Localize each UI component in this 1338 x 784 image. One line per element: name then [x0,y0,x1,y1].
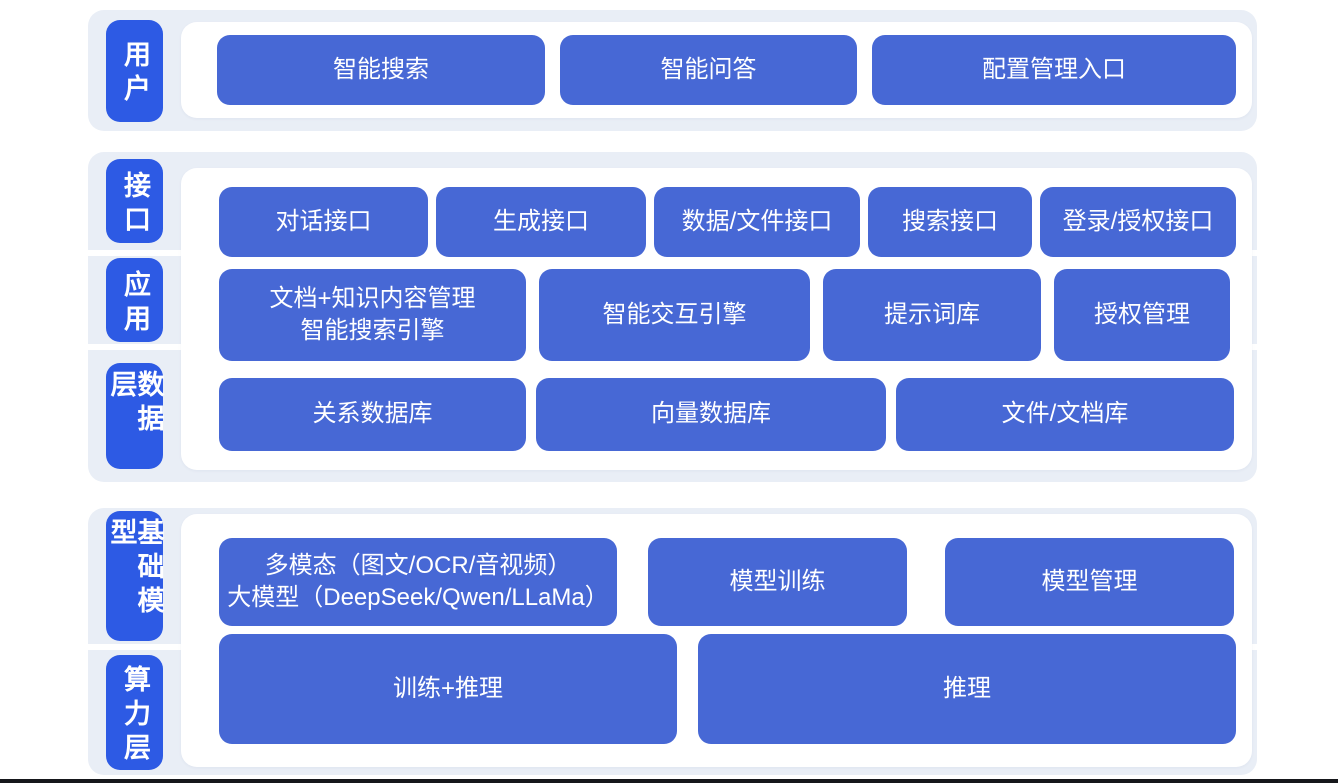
block-prompt-library: 提示词库 [823,269,1041,361]
block-login-auth-api: 登录/授权接口 [1040,187,1236,257]
block-smart-search: 智能搜索 [217,35,545,105]
service-layers-card: 对话接口 生成接口 数据/文件接口 搜索接口 登录/授权接口 文档+知识内容管理… [181,168,1252,470]
block-file-doc-db: 文件/文档库 [896,378,1234,451]
block-doc-knowledge-search-engine: 文档+知识内容管理 智能搜索引擎 [219,269,526,361]
block-smart-qa: 智能问答 [560,35,857,105]
block-training-inference: 训练+推理 [219,634,677,744]
block-inference: 推理 [698,634,1236,744]
block-vector-db: 向量数据库 [536,378,886,451]
footer-divider-line [0,779,1338,783]
layer-label-foundation-model: 基础模型 [106,511,164,641]
infra-layers-card: 多模态（图文/OCR/音视频） 大模型（DeepSeek/Qwen/LLaMa）… [181,514,1252,767]
block-multimodal-llm: 多模态（图文/OCR/音视频） 大模型（DeepSeek/Qwen/LLaMa） [219,538,617,626]
section-infra-layers: 基础模型 算力层 多模态（图文/OCR/音视频） 大模型（DeepSeek/Qw… [88,508,1257,775]
block-dialog-api: 对话接口 [219,187,428,257]
block-auth-management: 授权管理 [1054,269,1230,361]
layer-label-compute: 算力层 [106,655,163,770]
block-model-training: 模型训练 [648,538,907,626]
block-line: 文档+知识内容管理 [269,284,476,312]
layer-row-compute: 训练+推理 推理 [219,634,1237,744]
block-line: 智能搜索引擎 [300,317,445,344]
section-user-layer: 用户 智能搜索 智能问答 配置管理入口 [88,10,1257,131]
block-config-management-entry: 配置管理入口 [872,35,1236,105]
layer-label-application: 应用 [106,258,163,342]
layer-row-data: 关系数据库 向量数据库 文件/文档库 [219,378,1237,451]
layer-row-application: 文档+知识内容管理 智能搜索引擎 智能交互引擎 提示词库 授权管理 [219,269,1237,361]
block-model-management: 模型管理 [945,538,1234,626]
block-generation-api: 生成接口 [436,187,646,257]
layer-label-data: 数据层 [106,363,164,469]
block-relational-db: 关系数据库 [219,378,526,451]
layer-label-interface: 接口 [106,159,163,243]
block-search-api: 搜索接口 [868,187,1032,257]
layer-row: 智能搜索 智能问答 配置管理入口 [217,35,1242,105]
block-data-file-api: 数据/文件接口 [654,187,860,257]
layer-row-foundation-model: 多模态（图文/OCR/音视频） 大模型（DeepSeek/Qwen/LLaMa）… [219,538,1237,626]
user-layer-card: 智能搜索 智能问答 配置管理入口 [181,22,1252,118]
layer-label-user: 用户 [106,19,163,122]
block-line: 多模态（图文/OCR/音视频） [264,551,572,579]
section-service-layers: 接口 应用 数据层 对话接口 生成接口 数据/文件接口 搜索接口 登录/授权接口… [88,152,1257,482]
layer-row-interface: 对话接口 生成接口 数据/文件接口 搜索接口 登录/授权接口 [219,187,1237,257]
block-interaction-engine: 智能交互引擎 [539,269,810,361]
block-line: 大模型（DeepSeek/Qwen/LLaMa） [227,584,609,611]
